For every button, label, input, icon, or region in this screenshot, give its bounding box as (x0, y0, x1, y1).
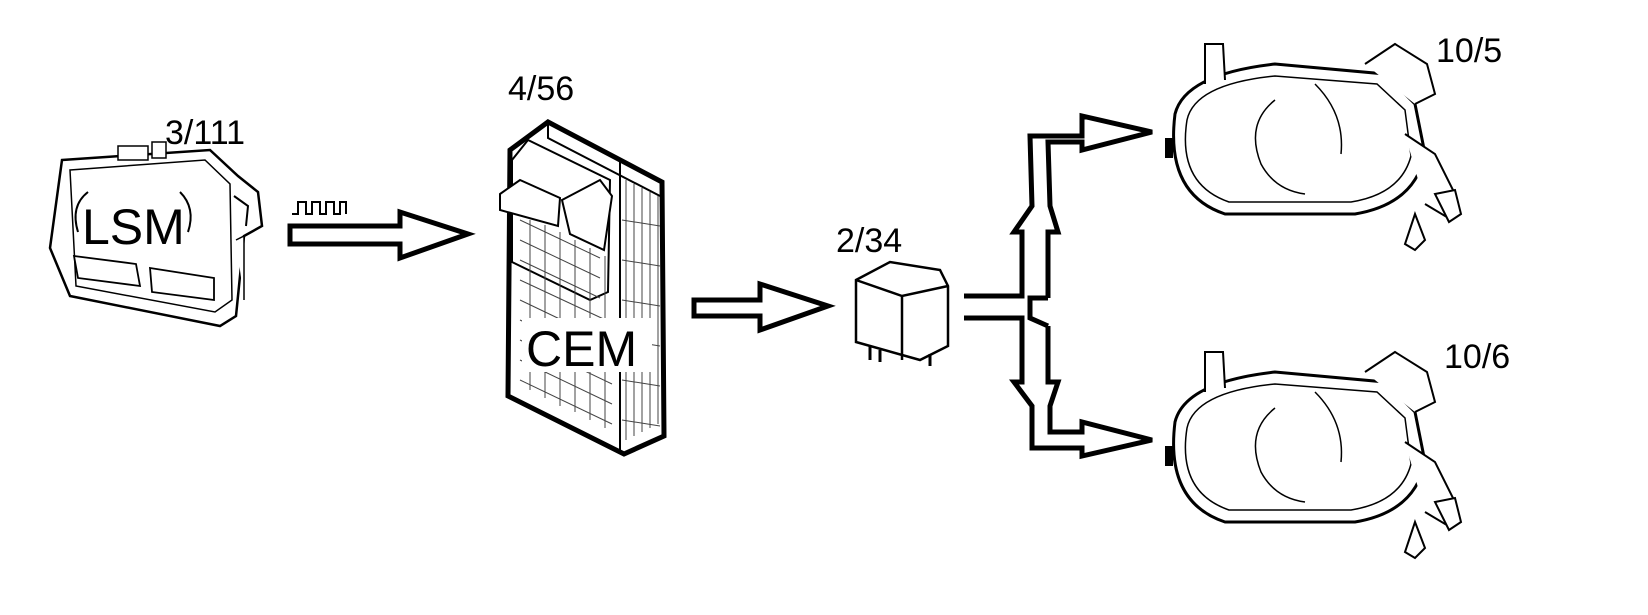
lsm-name: LSM (82, 199, 185, 255)
fog-light-top (1163, 42, 1463, 252)
relay-ref-label: 2/34 (836, 222, 902, 260)
fog-light-bottom-ref-label: 10/6 (1444, 338, 1510, 376)
fog-light-bottom (1163, 350, 1463, 560)
cem-ref-label: 4/56 (508, 70, 574, 108)
lsm-ref-label: 3/111 (165, 114, 245, 152)
square-wave-icon (292, 201, 347, 215)
arrow-cem-to-relay (691, 280, 836, 334)
light-switch-module (48, 141, 264, 328)
branch-connector (964, 112, 1153, 460)
relay (854, 260, 950, 366)
cem-name-background (522, 318, 652, 372)
fog-light-top-ref-label: 10/5 (1436, 32, 1502, 70)
cem-name: CEM (526, 321, 637, 377)
arrow-lsm-to-cem (287, 208, 476, 262)
central-electronic-module (499, 119, 667, 457)
